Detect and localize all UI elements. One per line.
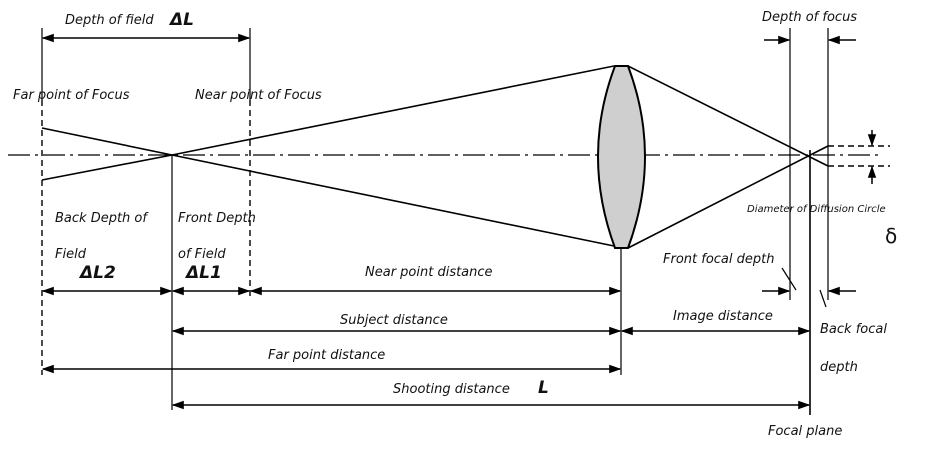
image-distance-label: Image distance — [673, 309, 773, 324]
back-depth-of-field-label-2: Field — [55, 247, 87, 262]
ray-from-lens-bottom — [627, 145, 829, 249]
depth-of-field-symbol: ΔL — [168, 10, 194, 30]
diffusion-symbol: δ — [885, 224, 897, 248]
shooting-distance-label: Shooting distance — [393, 382, 510, 397]
front-depth-symbol: ΔL1 — [184, 263, 222, 283]
front-depth-of-field-label-2: of Field — [178, 247, 226, 262]
near-point-distance-label: Near point distance — [365, 265, 493, 280]
depth-of-focus-label: Depth of focus — [762, 10, 857, 25]
diameter-of-diffusion-circle-label: Diameter of Diffusion Circle — [747, 204, 886, 215]
ray-from-lens-top — [627, 65, 829, 167]
back-depth-of-field-label-1: Back Depth of — [55, 211, 149, 226]
back-depth-symbol: ΔL2 — [78, 263, 116, 283]
back-focal-depth-leader — [819, 289, 827, 308]
back-focal-depth-label-2: depth — [820, 360, 858, 375]
back-focal-depth-label-1: Back focal — [820, 322, 887, 337]
ray-to-lens-bottom — [171, 154, 615, 247]
front-depth-of-field-label-1: Front Depth — [178, 211, 256, 226]
ray-to-lens-top — [171, 65, 615, 156]
focal-plane-label: Focal plane — [768, 424, 842, 439]
ray-far-lower — [41, 154, 173, 181]
shooting-distance-symbol: L — [538, 378, 549, 398]
far-point-of-focus-label: Far point of Focus — [13, 88, 130, 103]
front-focal-depth-label: Front focal depth — [663, 252, 774, 267]
front-focal-depth-leader — [781, 267, 797, 291]
lens — [597, 65, 646, 249]
subject-distance-label: Subject distance — [340, 313, 448, 328]
ray-far-upper — [41, 127, 173, 156]
far-point-distance-label: Far point distance — [268, 348, 385, 363]
near-point-of-focus-label: Near point of Focus — [195, 88, 322, 103]
depth-of-field-label: Depth of field — [65, 13, 154, 28]
